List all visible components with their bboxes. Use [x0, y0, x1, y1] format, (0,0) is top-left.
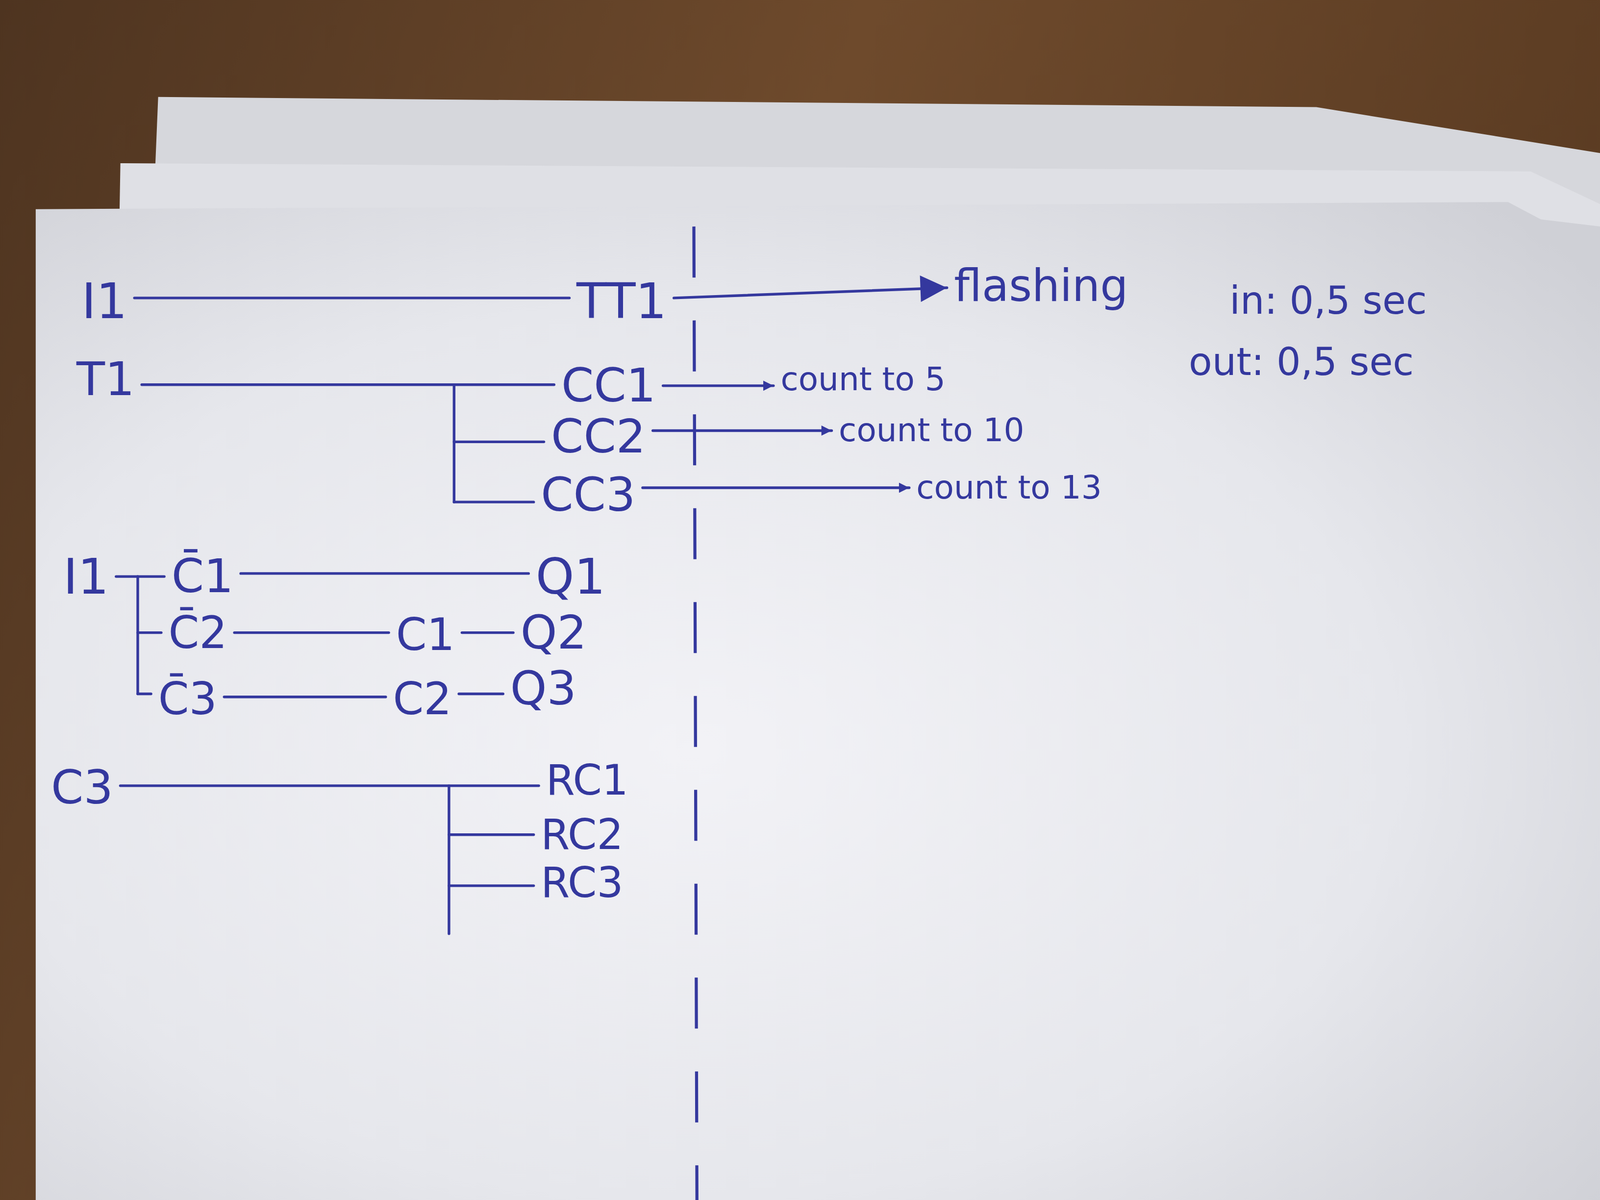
handwritten-label: C̄1	[171, 549, 234, 603]
arrow-line	[642, 486, 910, 489]
ladder-wire	[136, 576, 139, 694]
ladder-wire	[452, 384, 456, 502]
ladder-wire	[453, 440, 544, 444]
handwritten-label: Q1	[535, 548, 606, 605]
ladder-wire	[449, 884, 534, 887]
handwritten-label: in: 0,5 sec	[1229, 278, 1427, 324]
handwritten-label: I1	[63, 548, 109, 605]
handwritten-label: C̄2	[168, 607, 227, 659]
handwritten-label: C2	[392, 673, 452, 725]
handwritten-label: I1	[81, 273, 128, 330]
ladder-wire	[141, 383, 554, 386]
handwritten-label: TT1	[576, 273, 667, 330]
ladder-wire	[240, 572, 529, 575]
handwritten-label: C̄3	[158, 673, 218, 725]
ladder-wire	[458, 692, 503, 696]
handwritten-label: flashing	[953, 260, 1128, 312]
ladder-wire	[447, 785, 450, 934]
top-sheet	[35, 201, 1600, 1200]
handwritten-label: RC3	[540, 858, 624, 907]
arrow-line	[652, 429, 832, 432]
ladder-wire	[137, 575, 165, 578]
handwritten-label: RC2	[540, 810, 624, 859]
arrow-line	[674, 287, 948, 299]
handwritten-label: C3	[50, 760, 114, 815]
dashed-separator	[694, 226, 698, 1200]
ladder-wire	[449, 833, 534, 836]
handwritten-label: RC1	[546, 756, 629, 805]
ladder-wire	[137, 631, 162, 634]
ladder-wire	[120, 784, 539, 787]
ladder-wire	[116, 575, 138, 578]
handwritten-label: CC3	[540, 468, 636, 522]
ladder-wire	[224, 695, 386, 699]
ladder-wire	[461, 631, 514, 634]
handwritten-label: CC2	[550, 409, 646, 464]
ladder-wire	[137, 692, 151, 696]
handwritten-label: T1	[76, 352, 135, 407]
arrow-line	[663, 384, 774, 387]
handwritten-label: Q2	[520, 605, 587, 660]
handwritten-label: CC1	[561, 358, 656, 413]
handwritten-label: C1	[396, 609, 455, 661]
ladder-wire	[234, 631, 389, 634]
handwritten-label: out: 0,5 sec	[1188, 340, 1414, 385]
ladder-wire	[134, 296, 570, 300]
handwritten-label: count to 13	[916, 469, 1102, 507]
handwritten-label: Q3	[510, 661, 577, 716]
handwritten-label: count to 10	[838, 411, 1025, 450]
ladder-wire	[453, 500, 534, 503]
handwritten-label: count to 5	[780, 360, 946, 399]
